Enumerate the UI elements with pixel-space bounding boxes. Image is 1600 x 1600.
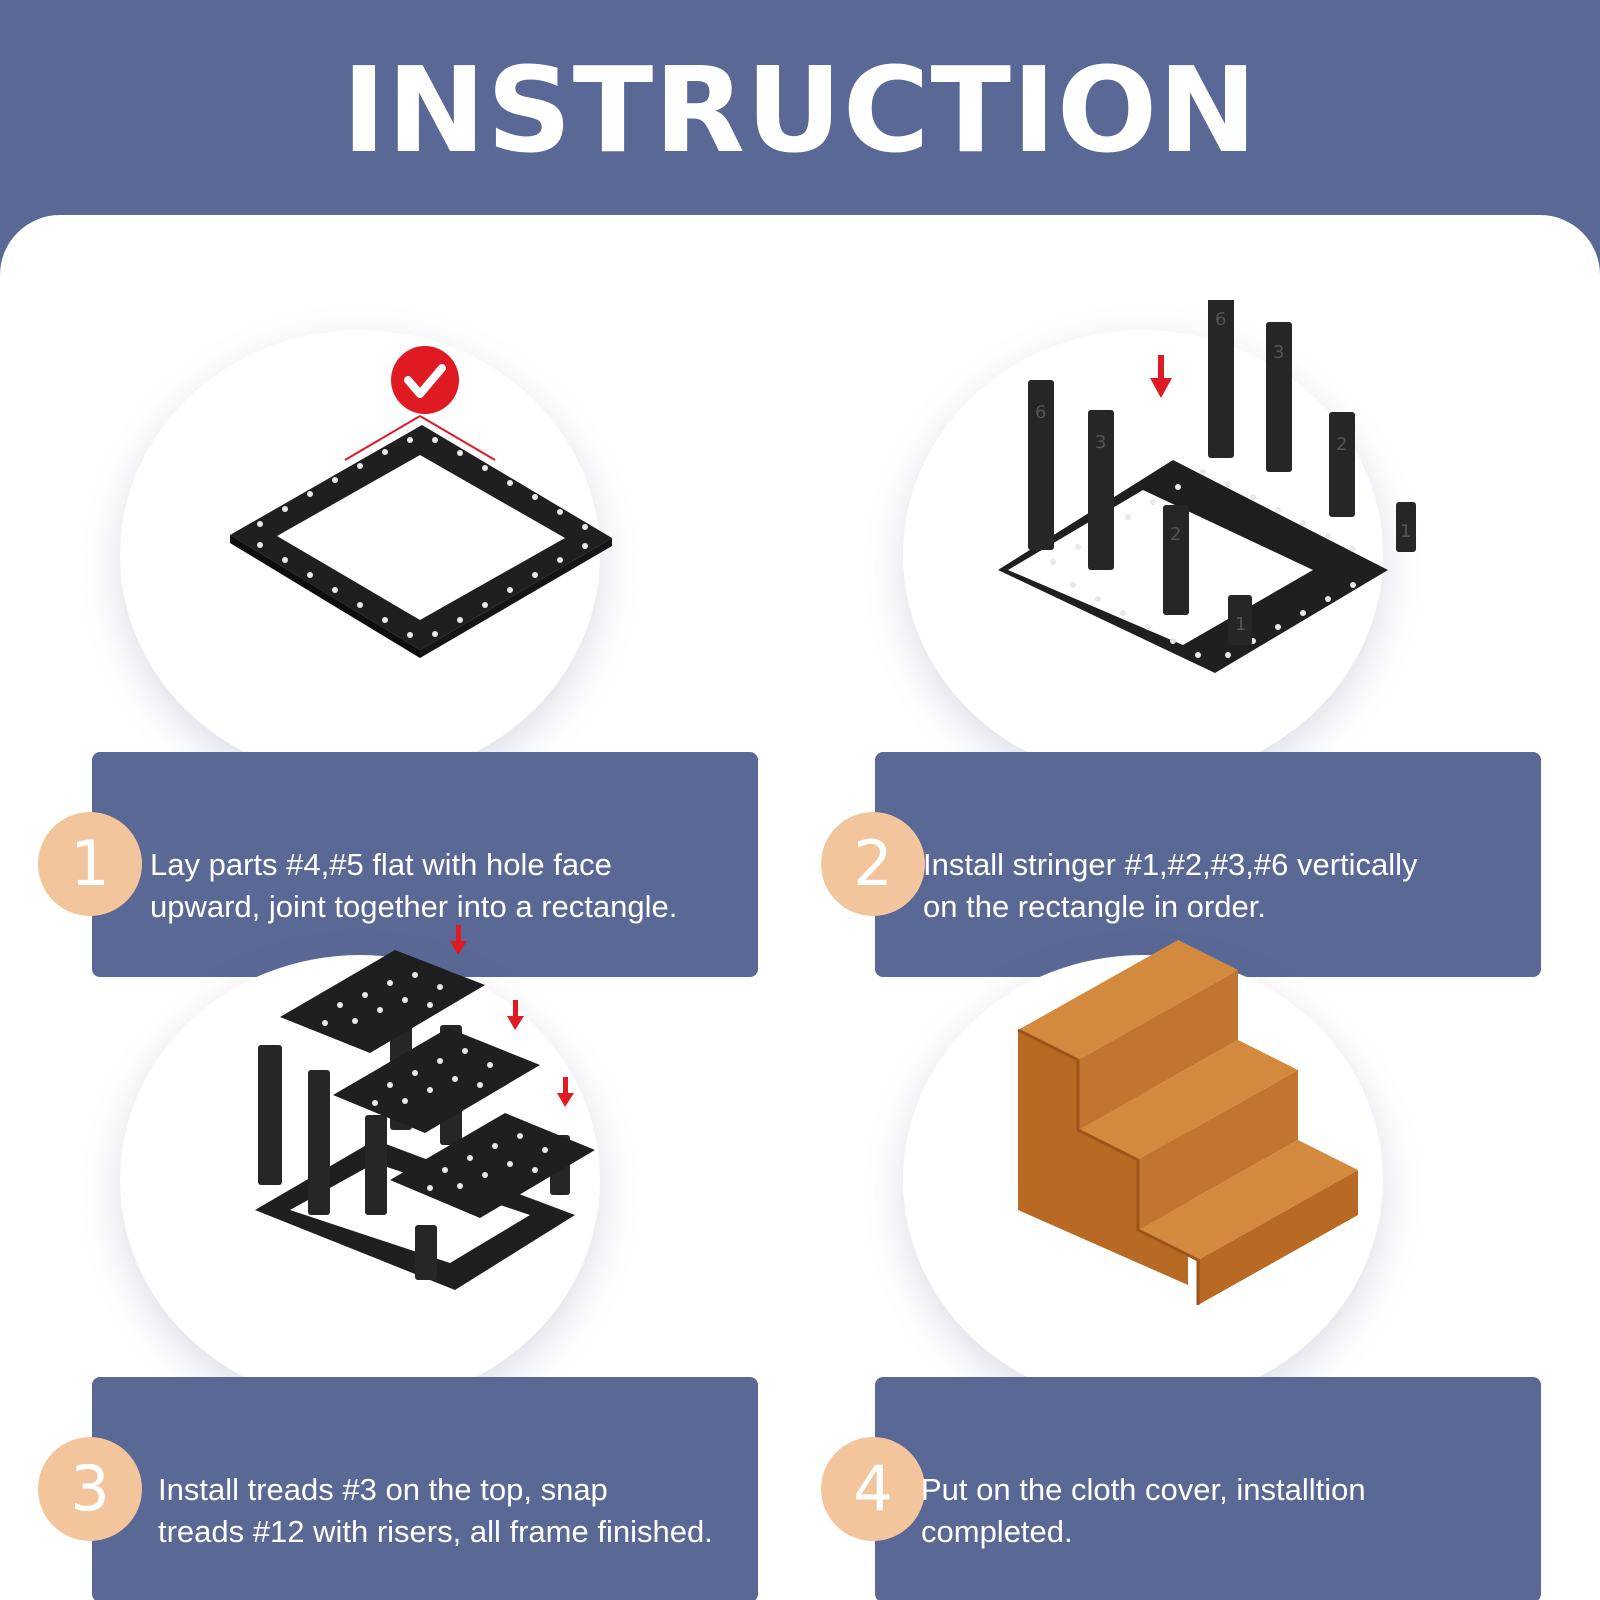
step-4-card: [875, 1377, 1541, 1600]
step-4: 4 Put on the cloth cover, installtion co…: [783, 925, 1563, 1600]
top-tread: [280, 950, 485, 1053]
treads-illustration: [255, 925, 595, 1290]
cover-top-3: [1138, 1140, 1358, 1260]
step-1-description: Lay parts #4,#5 flat with hole face upwa…: [150, 847, 678, 924]
down-arrow-icon: [1150, 355, 1172, 398]
svg-text:2: 2: [1170, 524, 1181, 545]
step-2-card: [875, 752, 1541, 977]
step-1-card: [92, 752, 758, 977]
frame-holes: [257, 437, 588, 638]
svg-text:3: 3: [1273, 342, 1284, 363]
step-2-description: Install stringer #1,#2,#3,#6 vertically …: [923, 847, 1418, 924]
cover-riser-3: [1198, 1170, 1358, 1305]
step-2-number-badge: 2: [821, 812, 925, 916]
svg-text:6: 6: [1215, 309, 1226, 330]
stringers-illustration: 6 3 2 6 3 2 1 1: [998, 300, 1416, 673]
step-3-card: [92, 1377, 758, 1600]
middle-tread: [333, 1028, 540, 1133]
down-arrow-icon: [450, 925, 574, 1107]
edge-highlight-right: [419, 415, 496, 461]
cover-top-1: [1018, 940, 1238, 1060]
step-4-description: Put on the cloth cover, installtion comp…: [921, 1472, 1366, 1549]
edge-highlight: [344, 415, 421, 461]
svg-text:6: 6: [1035, 402, 1046, 423]
stringer-boards: [1028, 300, 1416, 645]
step-3-number-badge: 3: [38, 1437, 142, 1541]
step-1-number-badge: 1: [38, 812, 142, 916]
svg-text:3: 3: [1095, 432, 1106, 453]
svg-text:2: 2: [1336, 434, 1347, 455]
step-1: 1 Lay parts #4,#5 flat with hole face up…: [0, 300, 780, 977]
bottom-tread: [390, 1113, 595, 1218]
stringer-labels: 6 3 2 6 3 2 1 1: [1035, 309, 1411, 635]
cover-riser-2: [1138, 1070, 1298, 1230]
frame-side-right: [420, 538, 612, 658]
check-mark-icon: [391, 346, 459, 414]
frame-inner: [277, 455, 565, 620]
cover-riser-1: [1078, 970, 1238, 1130]
rectangle-frame-illustration: [230, 346, 612, 658]
cover-top-2: [1078, 1040, 1298, 1160]
svg-text:1: 1: [1235, 614, 1246, 635]
svg-text:1: 1: [1400, 521, 1411, 542]
page-title: INSTRUCTION: [342, 41, 1258, 179]
step-4-number-badge: 4: [821, 1437, 925, 1541]
tread-holes: [322, 972, 548, 1191]
base-inner: [290, 1163, 530, 1263]
cover-edge: [1017, 1028, 1200, 1305]
step-3-description: Install treads #3 on the top, snap tread…: [158, 1472, 713, 1549]
step-3: 3 Install treads #3 on the top, snap tre…: [0, 925, 780, 1600]
frame-side: [230, 535, 420, 658]
step-2: 6 3 2 6 3 2 1 1 2 Install stringer #1,#2,#3,#6 …: [783, 300, 1563, 977]
covered-steps-illustration: [1017, 940, 1358, 1305]
